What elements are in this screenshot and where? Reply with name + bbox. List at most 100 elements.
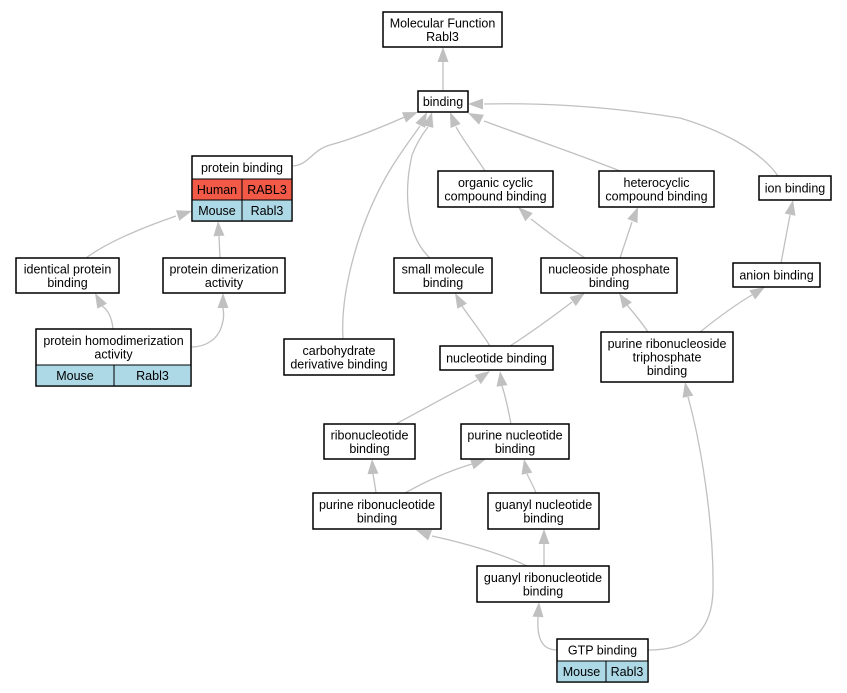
node-label: binding (523, 584, 563, 598)
arrowhead-icon (415, 112, 427, 128)
edge-protein-homodimerization-to-protein-dimerization (190, 293, 229, 348)
node-label: nucleoside phosphate (548, 262, 670, 276)
node-label: ribonucleotide (331, 428, 409, 442)
edge-line (483, 120, 621, 172)
edge-gtp-binding-to-guanyl-ribonucleotide (532, 602, 558, 651)
edge-line (395, 379, 478, 425)
node-border (15, 257, 120, 294)
species-label: Mouse (56, 369, 94, 383)
arrowhead-icon (784, 200, 796, 216)
edge-line (461, 305, 491, 347)
node-label: guanyl ribonucleotide (484, 571, 602, 585)
species-label: Human (197, 183, 237, 197)
node-label: GTP binding (568, 644, 637, 658)
node-label: binding (647, 364, 687, 378)
edge-nucleotide-binding-to-small-molecule (455, 293, 491, 347)
edge-protein-homodimerization-to-identical-protein (95, 293, 114, 330)
arrowhead-icon (402, 112, 418, 123)
node-label: heterocyclic (624, 176, 690, 190)
edge-line (501, 385, 512, 425)
node-label: binding (423, 276, 463, 290)
edge-purine-ribonucleoside-triphosphate-to-nucleoside-phosphate (619, 293, 649, 333)
node-border (598, 170, 715, 208)
edge-organic-cyclic-to-binding (450, 112, 486, 172)
arrowhead-icon (455, 293, 467, 309)
arrowhead-icon (450, 112, 461, 128)
arrowhead-icon (416, 530, 432, 541)
arrowhead-icon (468, 113, 484, 125)
species-label: Mouse (563, 665, 601, 679)
node-label: binding (495, 442, 535, 456)
node-anion-binding[interactable]: anion binding (732, 262, 821, 288)
edge-nucleoside-phosphate-to-organic-cyclic (518, 207, 586, 259)
edge-purine-nucleotide-to-nucleotide-binding (496, 371, 512, 425)
node-label: small molecule (402, 262, 485, 276)
node-label: binding (589, 276, 629, 290)
node-label: binding (357, 511, 397, 525)
edge-line (101, 305, 114, 330)
gene-label: Rabl3 (611, 665, 644, 679)
edge-nucleoside-phosphate-to-heterocyclic (619, 207, 638, 259)
edge-purine-ribonucleotide-to-purine-nucleotide (404, 458, 486, 494)
node-box (487, 492, 600, 530)
edge-line (218, 235, 221, 259)
node-label: compound binding (605, 189, 707, 203)
node-label: Rabl3 (426, 30, 459, 44)
edge-guanyl-ribonucleotide-to-purine-ribonucleotide (416, 530, 528, 567)
node-border (758, 175, 832, 201)
node-nucleotide-binding[interactable]: nucleotide binding (439, 345, 554, 371)
arrowhead-icon (532, 602, 544, 618)
edge-line (537, 616, 558, 651)
node-label: derivative binding (290, 357, 387, 371)
node-label: guanyl nucleotide (495, 498, 592, 512)
gene-label: Rabl3 (136, 369, 169, 383)
arrowhead-icon (367, 459, 379, 475)
node-box (460, 423, 570, 460)
gene-label: Rabl3 (251, 204, 284, 218)
node-border (476, 565, 610, 603)
node-label: activity (94, 347, 133, 361)
node-ion-binding[interactable]: ion binding (758, 175, 832, 201)
node-label: binding (349, 442, 389, 456)
node-border (439, 345, 554, 371)
node-border (382, 11, 503, 48)
edge-binding-to-molecular-function (437, 47, 449, 91)
edge-line (526, 473, 537, 494)
edge-layer (85, 47, 796, 651)
edge-identical-protein-to-protein-binding (85, 210, 192, 259)
node-border (283, 338, 395, 376)
arrowhead-icon (470, 458, 486, 470)
arrowhead-icon (95, 293, 107, 309)
edge-line (509, 301, 573, 347)
edge-purine-ribonucleotide-to-ribonucleotide-binding (367, 459, 379, 494)
node-label: identical protein (24, 262, 112, 276)
edge-nucleotide-binding-to-nucleoside-phosphate (509, 293, 585, 347)
node-box (437, 170, 554, 208)
node-binding[interactable]: binding (417, 90, 469, 113)
node-border (35, 328, 192, 387)
edge-line (699, 294, 753, 333)
arrowhead-icon (538, 529, 550, 544)
node-border (417, 90, 469, 113)
edge-line (530, 218, 586, 259)
